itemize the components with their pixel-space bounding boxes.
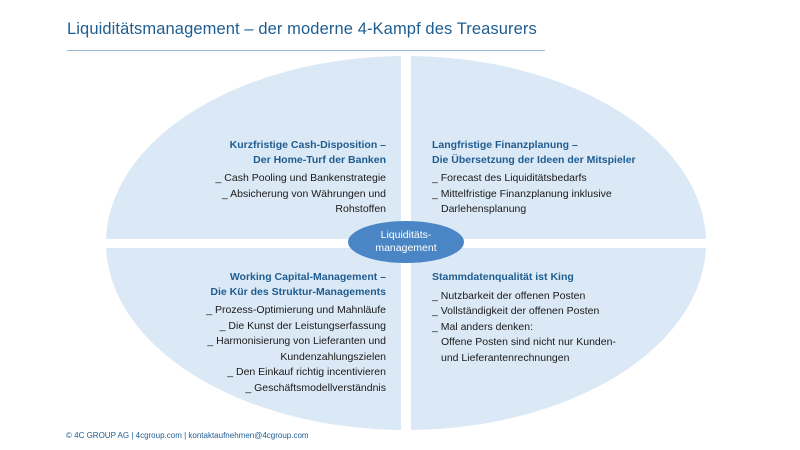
center-label: Liquiditäts- management (348, 221, 464, 263)
center-ellipse (348, 221, 464, 263)
quadrant-heading: Working Capital-Management – Die Kür des… (206, 270, 386, 299)
list-item: _ Prozess-Optimierung und Mahnläufe (206, 304, 386, 316)
title-underline (67, 50, 545, 51)
list-item: _ Den Einkauf richtig incentivieren (227, 366, 386, 378)
list-item: Darlehensplanung (441, 203, 527, 215)
list-item: und Lieferantenrechnungen (441, 351, 570, 364)
quadrant-heading: Stammdatenqualität ist King (432, 270, 616, 285)
list-item: _ Vollständigkeit der offenen Posten (432, 305, 600, 317)
quadrant-top-right: Langfristige Finanzplanung – Die Überset… (432, 138, 636, 218)
heading-line: Die Kür des Struktur-Managements (210, 285, 386, 298)
list-item: Offene Posten sind nicht nur Kunden- (441, 336, 616, 348)
list-item: _ Mittelfristige Finanzplanung inklusive (432, 187, 612, 200)
heading-line: Stammdatenqualität ist King (432, 271, 574, 283)
center-label-line-1: Liquiditäts- (380, 229, 432, 241)
list-item: _ Absicherung von Währungen und (221, 187, 386, 200)
list-item: _ Cash Pooling und Bankenstrategie (215, 172, 386, 184)
list-item: _ Forecast des Liquiditätsbedarfs (432, 172, 587, 184)
page-title: Liquiditätsmanagement – der moderne 4-Ka… (67, 20, 537, 38)
list-item: _ Harmonisierung von Lieferanten und (207, 335, 386, 347)
center-label-line-2: management (375, 242, 437, 254)
quadrant-bottom-left: Working Capital-Management – Die Kür des… (206, 270, 386, 396)
heading-line: Working Capital-Management – (229, 271, 386, 283)
heading-line: Langfristige Finanzplanung – (432, 139, 578, 151)
heading-line: Kurzfristige Cash-Disposition – (229, 139, 386, 151)
list-item: Rohstoffen (335, 203, 386, 215)
list-item: Kundenzahlungszielen (280, 350, 386, 363)
list-item: _ Mal anders denken: (432, 320, 533, 333)
heading-line: Der Home-Turf der Banken (253, 153, 386, 166)
footer-contact: © 4C GROUP AG | 4cgroup.com | kontaktauf… (66, 431, 309, 440)
quadrant-top-left: Kurzfristige Cash-Disposition – Der Home… (216, 138, 386, 218)
list-item: _ Geschäftsmodellverständnis (245, 381, 386, 394)
heading-line: Die Übersetzung der Ideen der Mitspieler (432, 153, 636, 166)
list-item: _ Nutzbarkeit der offenen Posten (432, 289, 586, 302)
quadrant-bottom-right: Stammdatenqualität ist King _ Nutzbarkei… (432, 270, 616, 366)
list-item: _ Die Kunst der Leistungserfassung (219, 319, 386, 332)
quadrant-heading: Langfristige Finanzplanung – Die Überset… (432, 138, 636, 167)
quadrant-heading: Kurzfristige Cash-Disposition – Der Home… (216, 138, 386, 167)
